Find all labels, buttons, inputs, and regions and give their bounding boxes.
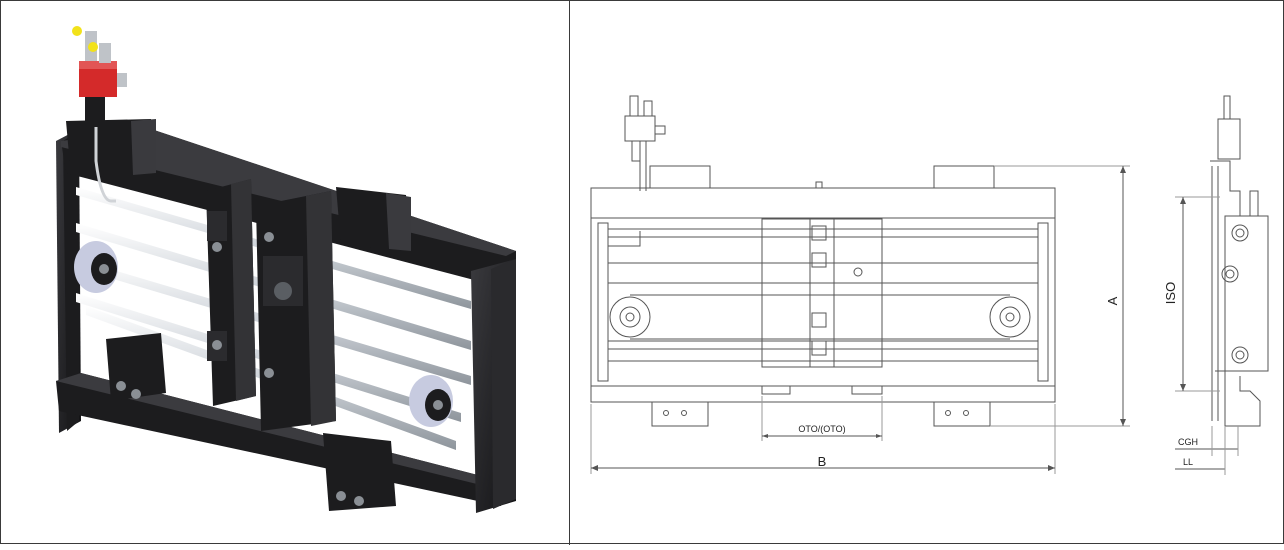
valve-block <box>72 26 127 127</box>
front-view <box>590 95 1056 427</box>
right-fork-carriage <box>256 191 336 431</box>
dimension-ll-label: LL <box>1183 457 1193 467</box>
render-panel <box>1 1 569 545</box>
side-view <box>1210 95 1269 427</box>
dimension-a-label: A <box>1105 296 1120 305</box>
dimension-cgh <box>1175 426 1239 456</box>
dimension-cgh-label: CGH <box>1178 437 1198 447</box>
dimension-a <box>990 165 1130 427</box>
fork-positioner-render <box>56 26 516 513</box>
right-pulley <box>409 375 453 427</box>
left-pulley <box>74 241 118 293</box>
drawing-panel: A B OTO/(OTO) <box>570 1 1284 545</box>
dimension-b <box>590 404 1056 474</box>
dimension-iso <box>1175 196 1220 392</box>
hydraulic-hose <box>94 126 116 203</box>
right-lower-hook <box>323 433 396 511</box>
fitting-icon <box>72 26 82 36</box>
dimension-b-label: B <box>818 454 827 469</box>
fitting-icon <box>88 42 98 52</box>
panel-divider <box>569 1 570 545</box>
dimension-ll <box>1175 426 1226 475</box>
dimension-iso-label: ISO <box>1163 282 1178 304</box>
dimension-oto-label: OTO/(OTO) <box>798 424 845 434</box>
right-end-plate-face <box>491 259 516 509</box>
right-top-hook-face <box>386 193 411 251</box>
left-end-plate-face <box>63 131 79 431</box>
left-lower-hook <box>106 333 166 401</box>
left-top-hook-face <box>131 119 156 175</box>
left-fork-carriage <box>206 179 256 406</box>
technical-drawing: A B OTO/(OTO) <box>590 95 1269 475</box>
dimension-oto <box>761 396 883 441</box>
